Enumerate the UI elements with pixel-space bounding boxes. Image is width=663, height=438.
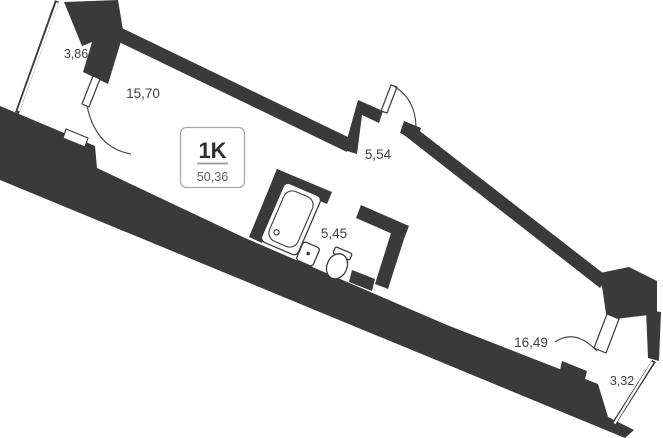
wall-bottom-facade — [0, 106, 634, 438]
wall-partition-balcony-living — [83, 29, 122, 84]
unit-total-area: 50,36 — [197, 170, 228, 184]
balcony-left-door-stub — [62, 128, 89, 148]
label-bathroom: 5,45 — [321, 226, 347, 241]
wall-pier-balcony-right — [554, 361, 587, 409]
wall-top-living — [94, 17, 352, 152]
bathtub — [260, 182, 322, 256]
wall-bathroom-left — [249, 169, 290, 243]
wall-entry-riser-left — [344, 100, 383, 154]
doors — [62, 75, 620, 354]
label-balcony-left: 3,86 — [64, 47, 88, 61]
wall-bathroom-arm-foot — [349, 270, 375, 291]
balcony-right-door-arc — [554, 336, 598, 352]
sink — [296, 241, 320, 267]
label-main-room: 16,49 — [514, 335, 548, 350]
glazing — [15, 0, 656, 427]
toilet — [325, 246, 353, 280]
fixtures — [260, 182, 353, 280]
wall-right-edge — [646, 310, 661, 361]
balcony-left-door-arc — [86, 105, 132, 155]
unit-info-box: 1K 50,36 — [179, 126, 246, 189]
wall-bathroom-arm-vertical — [375, 233, 404, 289]
label-living-room: 15,70 — [126, 86, 160, 101]
wall-top-main-room — [404, 125, 608, 288]
balcony-right-door-leaf — [593, 313, 620, 354]
unit-box-frame — [179, 126, 246, 189]
unit-type: 1K — [198, 138, 226, 163]
entrance-door-leaf — [380, 84, 398, 114]
wall-corner-block-right — [600, 267, 657, 320]
label-hallway: 5,54 — [365, 147, 392, 162]
entrance-door-arc — [394, 86, 417, 127]
balcony-left-door-leaf — [81, 75, 101, 108]
label-balcony-right: 3,32 — [610, 374, 634, 388]
wall-bathroom-arm-top — [356, 205, 409, 239]
room-labels: 3,86 15,70 5,54 5,45 16,49 3,32 — [64, 47, 634, 388]
